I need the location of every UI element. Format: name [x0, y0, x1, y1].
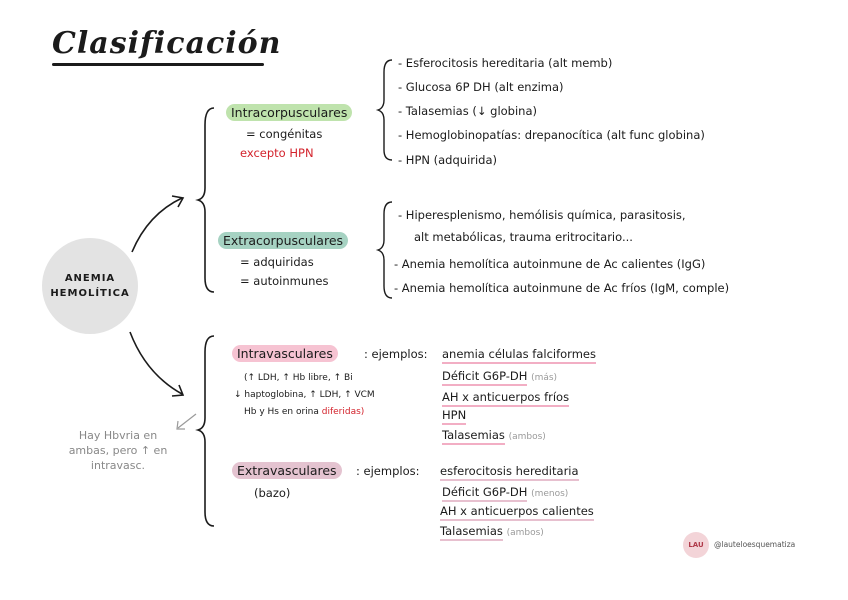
extravasc-example-2: Déficit G6P-DH (menos) — [442, 485, 568, 502]
extracorp-item-3: - Anemia hemolítica autoinmune de Ac frí… — [394, 281, 730, 295]
side-note: Hay Hbvria en ambas, pero ↑ en intravasc… — [68, 429, 168, 472]
intravasc-lab-2: ↓ haptoglobina, ↑ LDH, ↑ VCM — [234, 390, 375, 400]
intracorp-item-5: - HPN (adquirida) — [398, 153, 498, 167]
intravasc-example-1: anemia células falciformes — [442, 347, 596, 364]
center-circle: ANEMIA HEMOLÍTICA — [42, 238, 138, 334]
brace-top-main — [195, 107, 215, 293]
extracorp-sub1: = adquiridas — [240, 255, 314, 269]
intracorp-item-1: - Esferocitosis hereditaria (alt memb) — [398, 56, 613, 70]
intravasc-example-5: Talasemias (ambos) — [442, 428, 546, 445]
extracorp-item-1: - Hiperesplenismo, hemólisis química, pa… — [398, 208, 686, 222]
intravasc-lab-3b: diferidas) — [321, 407, 365, 417]
extravasc-example-3: AH x anticuerpos calientes — [440, 504, 594, 521]
intravasc-example-4: HPN — [442, 408, 467, 425]
extracorp-label: Extracorpusculares — [218, 232, 349, 249]
intravasc-lab-3a: Hb y Hs en orina — [244, 407, 322, 417]
intracorp-sub2: excepto HPN — [240, 146, 314, 160]
extravasc-example-4: Talasemias (ambos) — [440, 524, 544, 541]
intracorp-item-3: - Talasemias (↓ globina) — [398, 104, 537, 118]
intravasc-label: Intravasculares — [232, 345, 338, 362]
page-title: Clasificación — [52, 26, 282, 61]
brace-bottom-main — [195, 335, 215, 527]
intracorp-item-2: - Glucosa 6P DH (alt enzima) — [398, 80, 564, 94]
arrow-down — [129, 331, 183, 395]
intravasc-example-2: Déficit G6P-DH (más) — [442, 369, 557, 386]
extravasc-sub: (bazo) — [254, 486, 291, 500]
intravasc-ejemplos: : ejemplos: — [364, 347, 428, 361]
author-logo: LAU — [683, 532, 709, 558]
brace-extracorp — [375, 201, 393, 299]
title-underline — [52, 63, 264, 66]
note-arrow — [177, 413, 197, 429]
center-line2: HEMOLÍTICA — [50, 288, 130, 299]
extravasc-label: Extravasculares — [232, 462, 342, 479]
extravasc-example-1: esferocitosis hereditaria — [440, 464, 579, 481]
intravasc-example-3: AH x anticuerpos fríos — [442, 390, 570, 407]
extracorp-item-1b: alt metabólicas, trauma eritrocitario... — [414, 230, 633, 244]
intravasc-lab-1: (↑ LDH, ↑ Hb libre, ↑ Bi — [244, 373, 353, 383]
extracorp-sub2: = autoinmunes — [240, 274, 329, 288]
center-line1: ANEMIA — [64, 273, 116, 284]
intracorp-item-4: - Hemoglobinopatías: drepanocítica (alt … — [398, 128, 705, 142]
author-credit: @lauteloesquematiza — [714, 540, 796, 549]
intracorp-label: Intracorpusculares — [226, 104, 353, 121]
intravasc-lab-3: Hb y Hs en orina diferidas) — [244, 407, 364, 417]
intracorp-sub1: = congénitas — [246, 127, 323, 141]
brace-intracorp — [375, 59, 393, 161]
extracorp-item-2: - Anemia hemolítica autoinmune de Ac cal… — [394, 257, 706, 271]
extravasc-ejemplos: : ejemplos: — [356, 464, 420, 478]
arrow-up — [131, 197, 183, 253]
